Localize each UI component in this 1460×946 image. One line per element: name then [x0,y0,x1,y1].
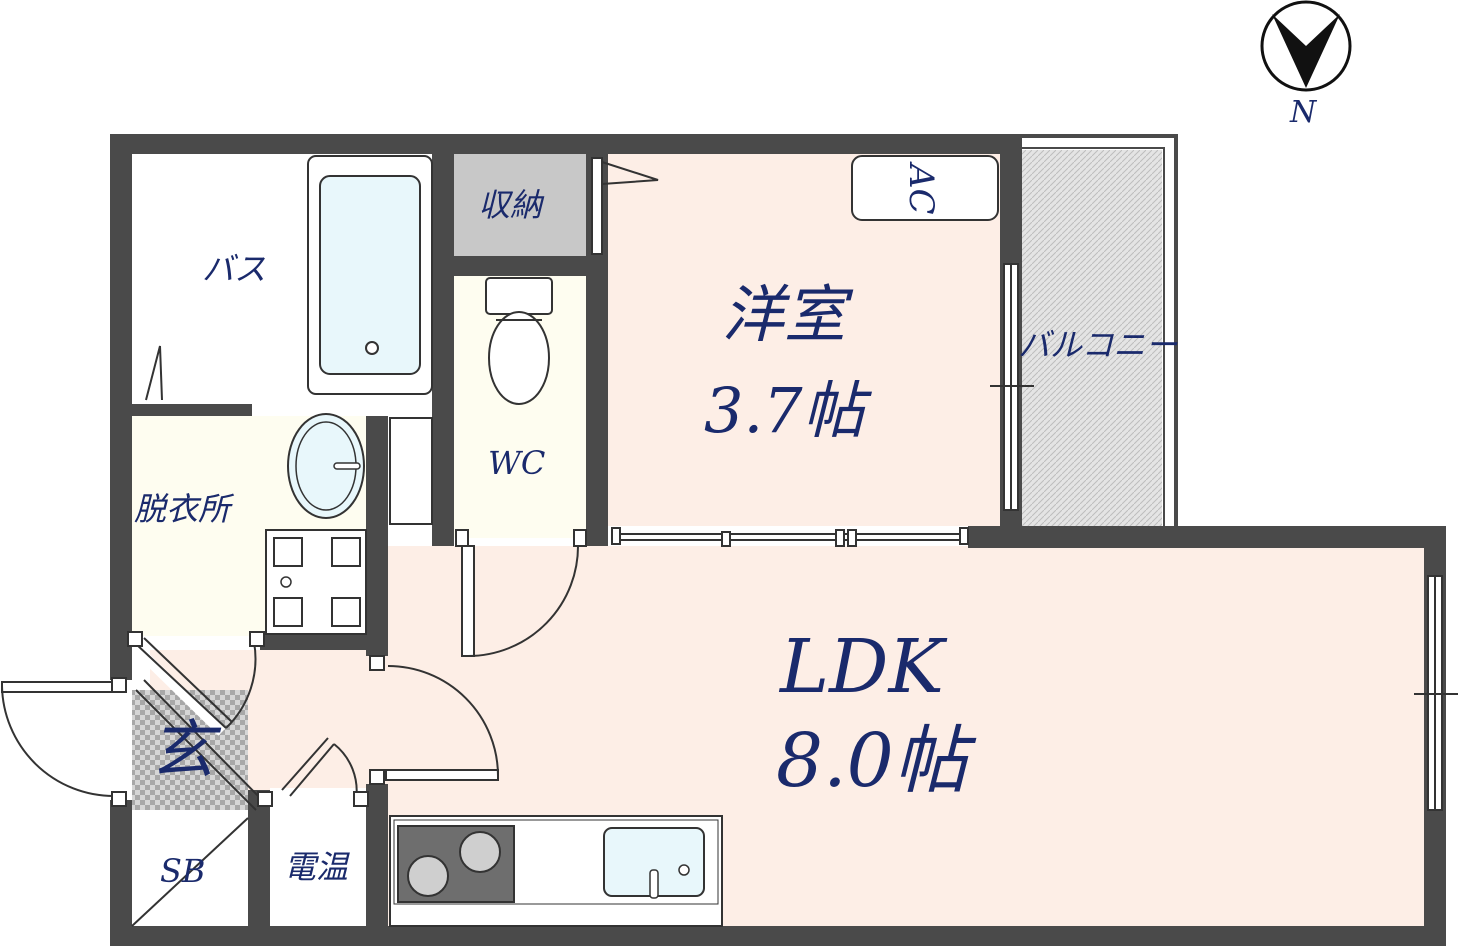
window-ldk [1414,575,1458,811]
label-sb: SB [160,852,205,890]
toilet-bowl [488,311,550,405]
door-jambs [111,529,587,807]
toilet-tank [485,277,553,315]
label-western-room: 洋室 [722,278,854,351]
balcony-rail [1022,134,1178,526]
label-wc: WC [488,444,545,482]
label-storage: 収納 [478,186,545,224]
washbasin [287,413,365,519]
water-heater-floor [270,788,368,928]
label-balcony: バルコニー [1018,326,1178,364]
air-conditioner [851,155,999,221]
bath-door [145,345,163,401]
window-western-room [990,263,1034,511]
balcony-floor [1022,150,1162,526]
label-bath: バス [202,250,266,288]
label-ac: AC [901,161,941,215]
storage-floor [454,154,590,256]
label-ldk-size: 8.0帖 [776,718,977,804]
compass-north-label: N [1289,95,1318,130]
sliding-door [611,527,969,547]
entrance-floor [132,690,248,810]
label-entrance: 玄 [150,714,222,788]
label-dressing: 脱衣所 [134,490,235,528]
label-water-heater: 電温 [284,848,350,886]
label-western-room-size: 3.7帖 [704,374,873,447]
compass: N [1260,0,1352,130]
label-ldk: LDK [778,624,947,710]
compass-arrow-icon [1272,14,1340,88]
shelf [389,417,433,525]
walls [110,134,1446,946]
